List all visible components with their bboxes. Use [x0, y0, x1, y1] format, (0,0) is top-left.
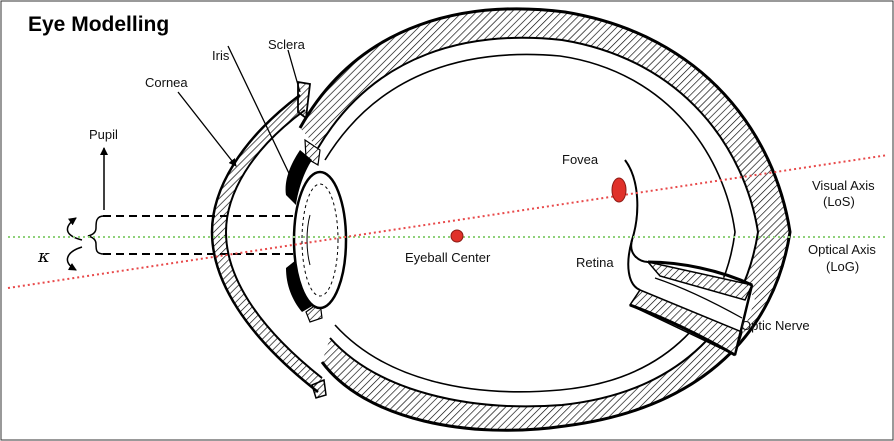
eyeball-center-label: Eyeball Center [405, 250, 491, 265]
optical-axis-sublabel: (LoG) [826, 259, 859, 274]
optical-axis-label: Optical Axis [808, 242, 876, 257]
visual-axis-label: Visual Axis [812, 178, 875, 193]
optic-nerve-label: Optic Nerve [741, 318, 810, 333]
visual-axis-sublabel: (LoS) [823, 194, 855, 209]
cornea-leader [178, 92, 236, 166]
kappa-arrow-down [67, 247, 82, 270]
optic-nerve [630, 262, 755, 355]
kappa-label: κ [37, 246, 50, 267]
iris-label: Iris [212, 48, 230, 63]
sclera-label: Sclera [268, 37, 306, 52]
fovea-marker [612, 178, 626, 202]
pupil-label: Pupil [89, 127, 118, 142]
retina-contour [625, 160, 648, 262]
fovea-label: Fovea [562, 152, 599, 167]
sclera-wall [300, 9, 790, 430]
eyeball-center-marker [451, 230, 463, 242]
cornea-label: Cornea [145, 75, 188, 90]
diagram-title: Eye Modelling [28, 13, 169, 36]
pupil-brace [88, 216, 104, 254]
sclera-leader [288, 50, 300, 92]
retina-label: Retina [576, 255, 614, 270]
